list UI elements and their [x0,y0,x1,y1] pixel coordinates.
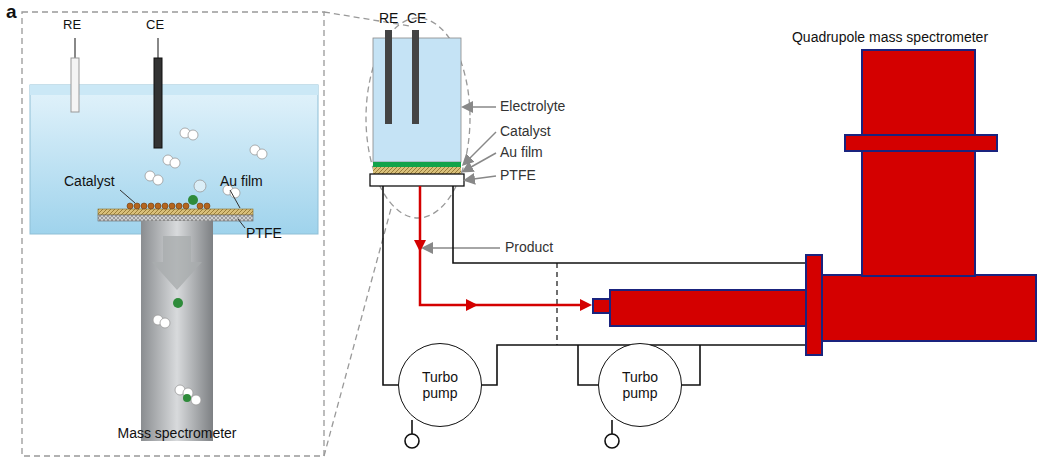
tube-label: Mass spectrometer [114,423,240,444]
node-text: Turbo pump [606,369,674,401]
node-text: Mass spectrometer [117,425,236,441]
part-label: CE [146,18,164,32]
part-label: CE [407,11,426,26]
part-label: a [6,2,17,23]
part-label: Au film [220,174,263,189]
part-label: Catalyst [500,124,551,139]
part-label: Au film [500,145,543,160]
part-label: RE [63,18,81,32]
node-text: Quadrupole mass spectrometer [792,29,988,45]
part-label: RE [379,11,398,26]
part-label: PTFE [500,168,536,183]
spectrometer-heading: Quadrupole mass spectrometer [789,27,992,48]
part-label: Electrolyte [500,99,565,114]
part-label: PTFE [246,226,282,241]
node-text: Turbo pump [406,369,474,401]
turbo-pump: Turbo pump [598,343,682,427]
turbo-pump: Turbo pump [398,343,482,427]
part-label: Product [505,240,553,255]
part-label: Catalyst [64,174,115,189]
